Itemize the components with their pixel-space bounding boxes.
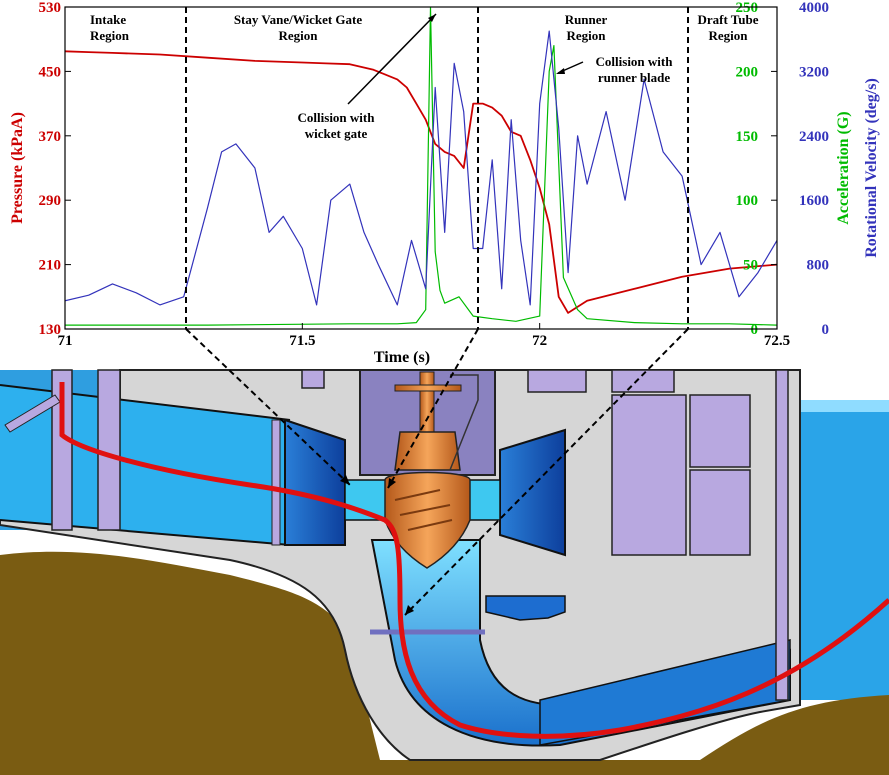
turbine-runner <box>384 471 471 569</box>
rotation-axis-title: Rotational Velocity (deg/s) <box>863 78 880 258</box>
tick-layer: 71 71.5 72 72.5 130 210 290 370 450 530 0 50 100 150 2… <box>39 0 830 349</box>
acceleration-series-line <box>65 7 777 326</box>
rotation-tick-label: 2400 <box>799 129 829 145</box>
annotation-arrow <box>347 13 437 105</box>
x-axis-title: Time (s) <box>374 349 430 366</box>
rotation-tick-label: 4000 <box>799 0 829 16</box>
pressure-tick-label: 290 <box>39 193 62 209</box>
plot-area <box>65 7 777 329</box>
rotation-tick-label: 0 <box>822 322 830 338</box>
rotation-series-line <box>65 30 777 306</box>
pressure-tick-label: 210 <box>39 258 62 274</box>
trajectory-path <box>59 382 889 739</box>
rotation-tick-label: 1600 <box>799 193 829 209</box>
series-layer <box>65 7 777 326</box>
soil <box>0 551 889 775</box>
spiral-case-left <box>284 418 346 546</box>
x-tick-label: 72.5 <box>764 333 790 349</box>
pressure-tick-label: 530 <box>39 0 62 16</box>
x-tick-label: 72 <box>532 333 547 349</box>
pressure-tick-label: 370 <box>39 129 62 145</box>
projection-arrows <box>185 328 689 616</box>
acceleration-tick-label: 100 <box>736 193 759 209</box>
pressure-series-line <box>65 50 777 314</box>
spiral-case-right <box>499 428 566 557</box>
acceleration-tick-label: 200 <box>736 64 759 80</box>
turbine-cross-section <box>0 369 889 775</box>
x-tick-label: 71 <box>58 333 73 349</box>
rotation-tick-label: 800 <box>807 258 830 274</box>
plot-frame <box>64 6 778 330</box>
pressure-tick-label: 450 <box>39 64 62 80</box>
pressure-axis-title: Pressure (kPaA) <box>9 112 26 224</box>
acceleration-tick-label: 250 <box>736 0 759 16</box>
acceleration-tick-label: 0 <box>751 322 759 338</box>
rotation-tick-label: 3200 <box>799 64 829 80</box>
acceleration-axis-title: Acceleration (G) <box>835 111 852 224</box>
pressure-tick-label: 130 <box>39 322 62 338</box>
acceleration-tick-label: 150 <box>736 129 759 145</box>
tailwater <box>790 400 889 700</box>
chart: 71 71.5 72 72.5 130 210 290 370 450 530 0 50 100 150 2… <box>9 0 880 366</box>
x-tick-label: 71.5 <box>289 333 315 349</box>
acceleration-tick-label: 50 <box>743 258 758 274</box>
